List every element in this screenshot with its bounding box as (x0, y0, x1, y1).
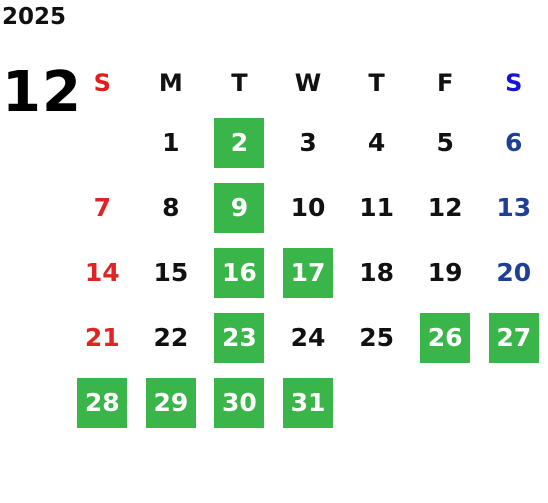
calendar-day: 2 (214, 117, 265, 168)
calendar-day: 24 (290, 323, 326, 352)
calendar-day: 8 (162, 193, 180, 222)
calendar-day: 15 (153, 258, 189, 287)
calendar-day: 21 (84, 323, 120, 352)
calendar-day: 17 (283, 247, 334, 298)
calendar-day: 10 (290, 193, 326, 222)
calendar-day: 4 (367, 128, 386, 157)
calendar-day: 13 (496, 193, 532, 222)
calendar-day: 26 (420, 312, 471, 363)
weekday-thursday: T (368, 68, 385, 97)
calendar-day: 9 (214, 182, 265, 233)
calendar-grid: S M T W T F S 1 2 3 4 5 6 7 8 9 10 11 12… (68, 55, 548, 435)
calendar-week-5: 28 29 30 31 (68, 370, 548, 435)
calendar-day: 19 (427, 258, 463, 287)
calendar-week-2: 7 8 9 10 11 12 13 (68, 175, 548, 240)
weekday-saturday: S (505, 68, 523, 97)
calendar-day: 27 (488, 312, 539, 363)
weekday-sunday: S (93, 68, 111, 97)
calendar-week-3: 14 15 16 17 18 19 20 (68, 240, 548, 305)
weekday-monday: M (158, 68, 183, 97)
calendar-day: 20 (496, 258, 532, 287)
calendar-day: 11 (359, 193, 394, 222)
weekday-header-row: S M T W T F S (68, 55, 548, 110)
calendar-year: 2025 (2, 4, 67, 30)
weekday-tuesday: T (231, 68, 248, 97)
calendar-day: 29 (145, 377, 196, 428)
calendar-day: 1 (162, 128, 180, 157)
calendar-day: 16 (214, 247, 265, 298)
weekday-friday: F (436, 68, 454, 97)
calendar-day: 6 (505, 128, 523, 157)
calendar-day: 3 (299, 128, 317, 157)
weekday-wednesday: W (294, 68, 322, 97)
calendar-day: 7 (93, 193, 111, 222)
calendar-day: 12 (427, 193, 463, 222)
calendar-week-4: 21 22 23 24 25 26 27 (68, 305, 548, 370)
calendar-month: 12 (2, 60, 82, 125)
calendar-week-1: 1 2 3 4 5 6 (68, 110, 548, 175)
calendar-day: 28 (77, 377, 128, 428)
calendar-day: 30 (214, 377, 265, 428)
calendar-day: 5 (436, 128, 454, 157)
calendar-day: 31 (283, 377, 334, 428)
calendar-day: 14 (84, 258, 120, 287)
calendar-day: 18 (359, 258, 394, 287)
calendar-day: 25 (359, 323, 394, 352)
calendar-day: 23 (214, 312, 265, 363)
calendar-day: 22 (153, 323, 189, 352)
